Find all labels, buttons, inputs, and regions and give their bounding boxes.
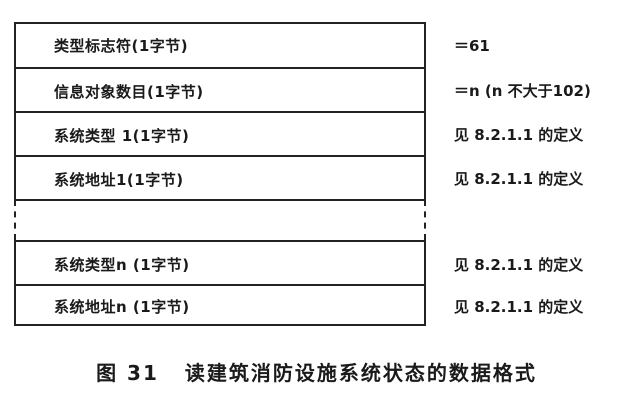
table-row: 系统地址n (1字节) (14, 284, 426, 326)
field-object-count-note: ＝n (n 不大于102) (454, 82, 591, 100)
table-row: 系统类型n (1字节) (14, 240, 426, 287)
field-object-count: 信息对象数目(1字节) (54, 83, 204, 101)
table-row: 系统类型 1(1字节) (14, 111, 426, 158)
field-type-identifier-note: ＝61 (454, 37, 490, 55)
field-system-address-1-note: 见 8.2.1.1 的定义 (454, 170, 584, 188)
data-format-table (14, 22, 426, 326)
field-type-identifier: 类型标志符(1字节) (54, 37, 189, 55)
field-system-type-1: 系统类型 1(1字节) (54, 127, 190, 145)
figure-number: 图 31 (96, 361, 159, 385)
field-system-address-n-note: 见 8.2.1.1 的定义 (454, 298, 584, 316)
table-row: 类型标志符(1字节) (14, 22, 426, 69)
field-system-type-1-note: 见 8.2.1.1 的定义 (454, 126, 584, 144)
table-row: 信息对象数目(1字节) (14, 67, 426, 114)
field-system-type-n-note: 见 8.2.1.1 的定义 (454, 256, 584, 274)
figure-caption: 图 31 读建筑消防设施系统状态的数据格式 (0, 357, 633, 386)
gap-area (12, 202, 428, 240)
figure-title: 读建筑消防设施系统状态的数据格式 (184, 361, 537, 385)
gap-dashed-left (14, 200, 16, 240)
gap-top-border (14, 199, 426, 201)
table-row: 系统地址1(1字节) (14, 155, 426, 202)
field-system-address-n: 系统地址n (1字节) (54, 297, 190, 316)
gap-dashed-right (424, 200, 426, 240)
field-system-type-n: 系统类型n (1字节) (54, 256, 190, 274)
field-system-address-1: 系统地址1(1字节) (54, 171, 184, 189)
